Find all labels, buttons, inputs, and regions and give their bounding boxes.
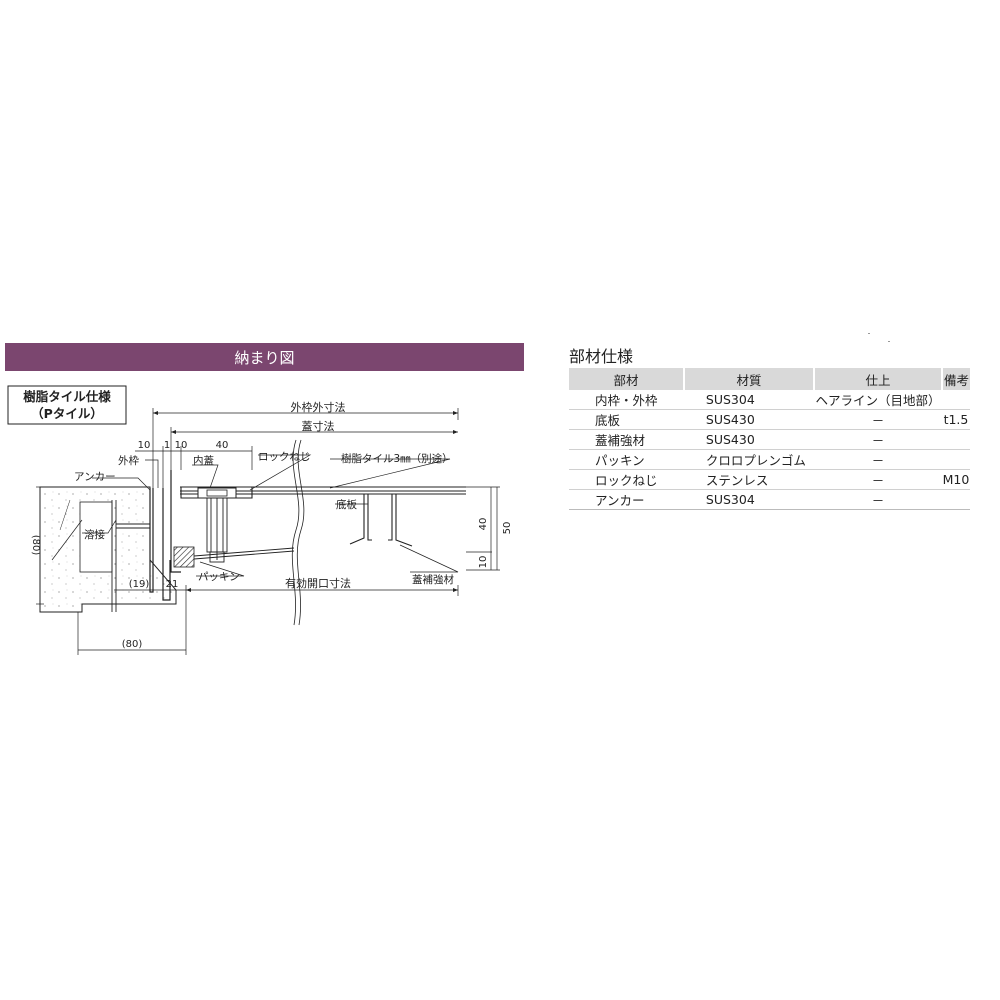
dim-effective-opening: 有効開口寸法 xyxy=(285,576,351,590)
dim-10v: 10 xyxy=(478,556,489,569)
dim-40: 40 xyxy=(216,440,229,451)
dim-50v: 50 xyxy=(502,522,513,535)
cell-material: SUS430 xyxy=(683,409,815,430)
label-inner-lid: 内蓋 xyxy=(193,454,214,467)
spec-box-line1: 樹脂タイル仕様 xyxy=(23,389,111,404)
table-row: 蓋補強材 SUS430 － xyxy=(569,429,970,450)
spec-box-line2: （Pタイル） xyxy=(31,406,103,421)
lid-reinforcement xyxy=(395,494,413,547)
cell-finish: － xyxy=(814,469,942,490)
table-row: ロックねじ ステンレス － M10 xyxy=(569,469,970,490)
dim-40v: 40 xyxy=(478,518,489,531)
cell-material: クロロプレンゴム xyxy=(683,449,815,470)
dim-lid: 蓋寸法 xyxy=(302,419,335,433)
label-resin-tile: 樹脂タイル3㎜（別途） xyxy=(341,452,453,465)
spec-header-row: 部材 材質 仕上 備考 xyxy=(569,368,970,390)
cell-part: 底板 xyxy=(569,409,684,430)
label-outer-frame: 外枠 xyxy=(118,454,139,467)
cell-part: ロックねじ xyxy=(569,469,684,490)
cell-note: t1.5 xyxy=(941,409,970,430)
spec-title: 部材仕様 xyxy=(569,347,634,366)
cell-material: SUS430 xyxy=(683,429,815,450)
stray-mark xyxy=(888,341,890,342)
cell-note xyxy=(941,489,970,510)
label-bottom-plate: 底板 xyxy=(336,498,357,511)
cell-note xyxy=(941,429,970,450)
cell-material: ステンレス xyxy=(683,469,815,490)
dim-outer-frame-outer: 外枠外寸法 xyxy=(291,400,346,414)
dim-1: 1 xyxy=(164,440,170,451)
table-row: パッキン クロロプレンゴム － xyxy=(569,449,970,470)
dim-80v: (80) xyxy=(30,535,41,556)
cell-finish: － xyxy=(814,489,942,510)
spec-table: 部材 材質 仕上 備考 内枠・外枠 SUS304 ヘアライン（目地部） 底板 S… xyxy=(569,368,970,510)
lock-screw-head xyxy=(197,487,237,499)
table-row: アンカー SUS304 － xyxy=(569,489,970,510)
anchor-pocket xyxy=(79,501,113,573)
cell-note: M10 xyxy=(941,469,970,490)
inner-frame xyxy=(170,470,181,573)
cell-part: パッキン xyxy=(569,449,684,470)
cell-part: アンカー xyxy=(569,489,684,510)
dim-19: (19) xyxy=(129,579,150,590)
dim-10b: 10 xyxy=(175,440,188,451)
diagram-header: 納まり図 xyxy=(5,343,524,371)
cell-part: 内枠・外枠 xyxy=(569,390,684,410)
label-packing: パッキン xyxy=(198,571,240,583)
cell-finish: － xyxy=(814,429,942,450)
dim-10: 10 xyxy=(138,440,151,451)
installation-drawing: 樹脂タイル仕様 （Pタイル） 外枠外寸法 蓋寸法 10 1 10 40 xyxy=(7,385,513,655)
cell-finish: ヘアライン（目地部） xyxy=(814,390,942,410)
cell-note xyxy=(941,449,970,470)
cell-finish: － xyxy=(814,449,942,470)
spec-header-finish: 仕上 xyxy=(813,368,942,390)
spec-box xyxy=(7,385,127,425)
spec-header-part: 部材 xyxy=(569,368,684,390)
stray-mark xyxy=(868,333,870,334)
table-row: 内枠・外枠 SUS304 ヘアライン（目地部） xyxy=(569,390,970,410)
cell-material: SUS304 xyxy=(683,390,815,410)
packing xyxy=(173,546,195,568)
dim-21: 21 xyxy=(166,579,179,590)
label-anchor: アンカー xyxy=(74,471,116,483)
cell-part: 蓋補強材 xyxy=(569,429,684,450)
cell-finish: － xyxy=(814,409,942,430)
table-row: 底板 SUS430 － t1.5 xyxy=(569,409,970,430)
spec-header-material: 材質 xyxy=(682,368,815,390)
label-weld: 溶接 xyxy=(84,528,105,541)
dim-80h: (80) xyxy=(122,639,143,650)
cell-material: SUS304 xyxy=(683,489,815,510)
cell-note xyxy=(941,390,970,410)
bottom-plate xyxy=(349,494,365,545)
spec-header-note: 備考 xyxy=(940,368,970,390)
label-lid-reinforcement: 蓋補強材 xyxy=(412,573,454,586)
outer-frame xyxy=(149,488,154,593)
label-lock-screw: ロックねじ xyxy=(258,451,311,463)
